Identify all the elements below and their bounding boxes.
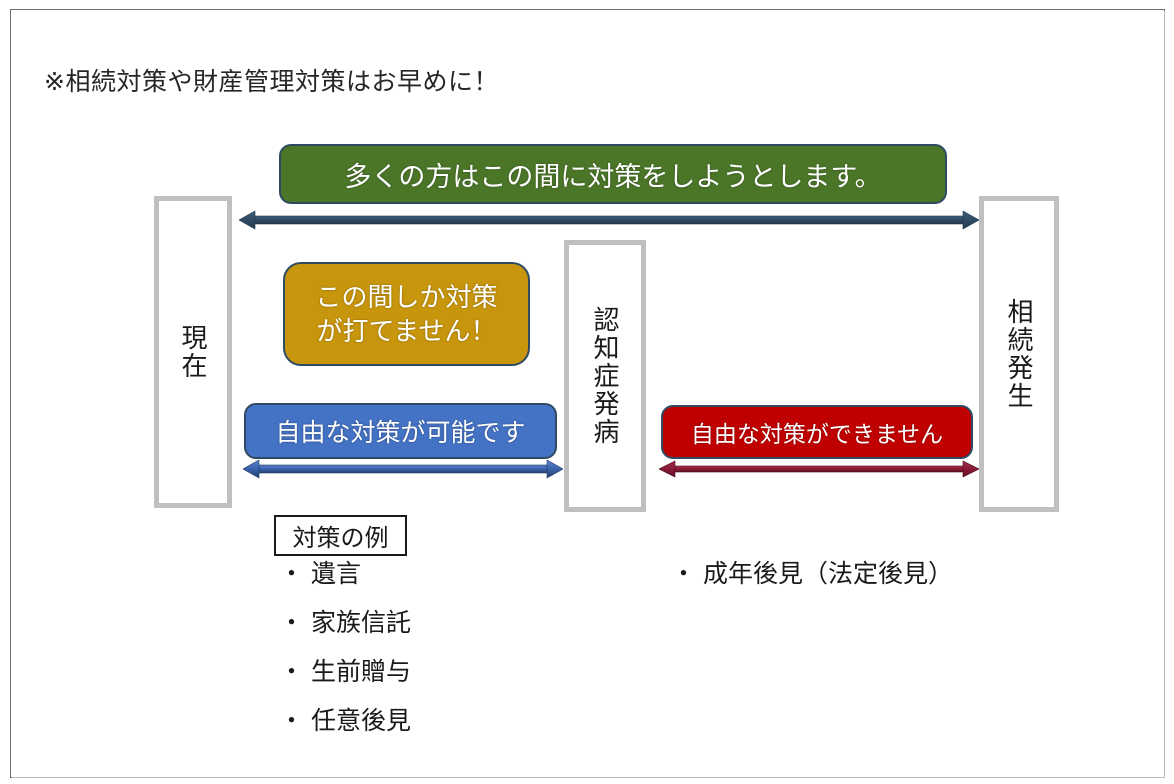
bullet-icon: ・	[671, 560, 697, 588]
banner-red-text: 自由な対策ができません	[690, 421, 944, 447]
banner-only-window-for-measures: この間しか対策 が打てません！	[283, 262, 530, 366]
list-item-label: 遺言	[311, 560, 362, 588]
list-item: ・成年後見（法定後見）	[671, 562, 953, 587]
list-item-label: 成年後見（法定後見）	[703, 560, 954, 588]
milestone-label-now: 現在	[178, 324, 209, 380]
banner-blue-text: 自由な対策が可能です	[275, 419, 526, 447]
arrow-span-now-to-onset	[243, 459, 563, 479]
list-item: ・遺言	[279, 562, 411, 587]
list-item: ・生前贈与	[279, 660, 411, 685]
measure-examples-list: ・遺言 ・家族信託 ・生前贈与 ・任意後見	[279, 562, 411, 758]
bullet-icon: ・	[279, 560, 305, 588]
banner-free-measures-possible: 自由な対策が可能です	[244, 403, 557, 459]
arrow-span-onset-to-inheritance	[659, 460, 979, 478]
bullet-icon: ・	[279, 609, 305, 637]
bullet-icon: ・	[279, 707, 305, 735]
banner-orange-line2: が打てません！	[316, 316, 497, 346]
milestone-box-now: 現在	[154, 196, 232, 508]
milestone-box-dementia-onset: 認知症発病	[564, 240, 646, 512]
list-title-text: 対策の例	[292, 525, 389, 552]
page-title: ※相続対策や財産管理対策はお早めに！	[44, 68, 499, 96]
list-item: ・家族信託	[279, 611, 411, 636]
milestone-label-dementia-onset: 認知症発病	[590, 306, 621, 446]
banner-most-people-act-here: 多くの方はこの間に対策をしようとします。	[279, 144, 947, 204]
list-item-label: 生前贈与	[311, 658, 412, 686]
banner-orange-line1: この間しか対策	[315, 281, 498, 312]
milestone-box-inheritance: 相続発生	[979, 196, 1059, 512]
arrow-span-now-to-inheritance	[239, 210, 979, 230]
list-item: ・任意後見	[279, 709, 411, 734]
banner-free-measures-impossible: 自由な対策ができません	[661, 405, 973, 459]
list-item-label: 任意後見	[311, 707, 412, 735]
banner-green-text: 多くの方はこの間に対策をしようとします。	[344, 161, 882, 192]
milestone-label-inheritance: 相続発生	[1004, 298, 1035, 410]
list-title-measure-examples: 対策の例	[274, 515, 407, 556]
slide-frame: ※相続対策や財産管理対策はお早めに！ 現在 認知症発病 相続発生 多くの方はこの…	[10, 9, 1165, 778]
post-onset-measures-list: ・成年後見（法定後見）	[671, 562, 953, 611]
bullet-icon: ・	[279, 658, 305, 686]
list-item-label: 家族信託	[311, 609, 412, 637]
